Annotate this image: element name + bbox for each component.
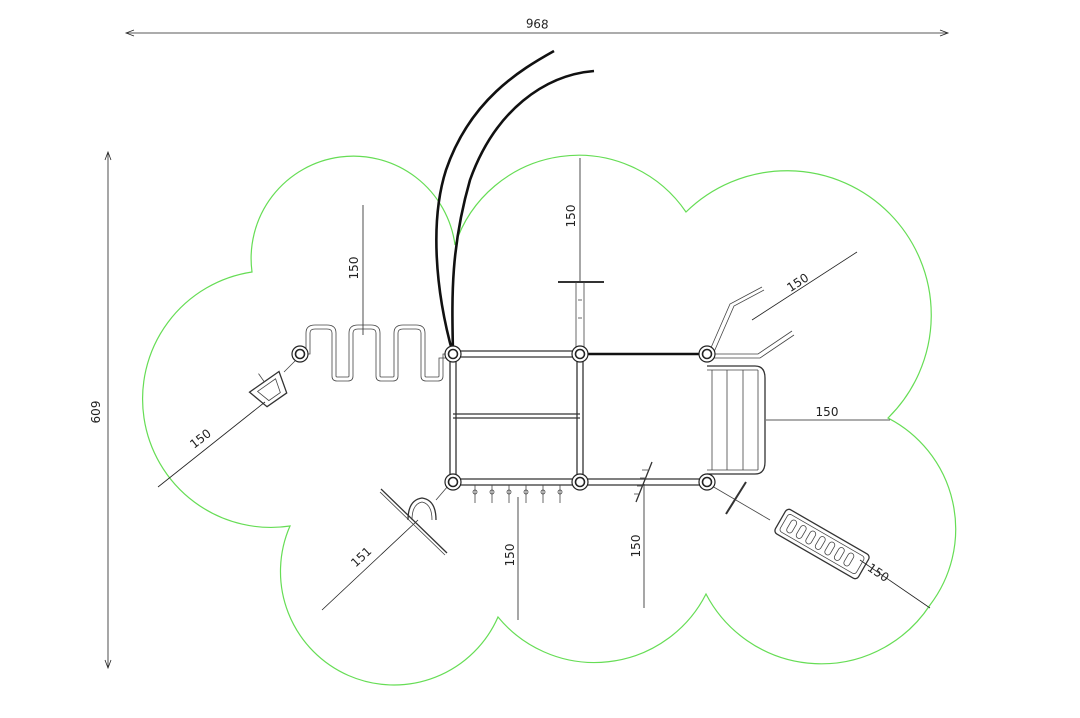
right-slide bbox=[707, 365, 766, 475]
safety-zone-outline bbox=[142, 154, 957, 686]
top-panel-element bbox=[558, 281, 604, 350]
zone-label-bottom-left: 151 bbox=[348, 544, 374, 570]
post-left-outer bbox=[291, 345, 309, 363]
zone-label-top-center: 150 bbox=[564, 205, 578, 228]
zone-label-bottom-right: 150 bbox=[865, 560, 892, 584]
zone-dimension-bottom-right-center: 150 bbox=[629, 484, 645, 608]
width-dimension-label: 968 bbox=[525, 16, 549, 31]
height-dimension-label: 609 bbox=[89, 401, 103, 424]
zone-dimension-bottom-left: 151 bbox=[321, 519, 419, 611]
zone-label-bottom-right-center: 150 bbox=[629, 535, 643, 558]
bottom-center-bar bbox=[634, 461, 653, 503]
zigzag-climber bbox=[300, 324, 450, 382]
post-top-center bbox=[571, 345, 589, 363]
bottom-left-hoop bbox=[379, 485, 449, 556]
zone-dimension-right: 150 bbox=[766, 405, 890, 421]
left-bucket-seat bbox=[248, 370, 288, 408]
post-bottom-center bbox=[571, 473, 589, 491]
height-dimension: 609 bbox=[89, 150, 112, 670]
zone-dimension-top-right: 150 bbox=[751, 251, 858, 321]
zone-label-left: 150 bbox=[187, 426, 214, 451]
zone-label-right: 150 bbox=[816, 405, 839, 419]
bottom-right-climbing-ladder bbox=[711, 481, 870, 580]
zone-dimension-top-center: 150 bbox=[564, 158, 581, 282]
width-dimension: 968 bbox=[124, 16, 950, 37]
main-frame bbox=[449, 350, 707, 486]
post-top-left bbox=[444, 345, 462, 363]
zone-dimension-bottom-right: 150 bbox=[859, 559, 931, 609]
zone-label-top-right: 150 bbox=[784, 271, 811, 295]
post-bottom-left bbox=[444, 473, 462, 491]
post-bottom-right bbox=[698, 473, 716, 491]
zone-label-top-left: 150 bbox=[347, 257, 361, 280]
bottom-pegs bbox=[472, 485, 563, 503]
zone-dimension-left: 150 bbox=[157, 401, 266, 488]
right-v-ladder bbox=[709, 286, 795, 359]
zone-dimension-top-left: 150 bbox=[347, 205, 364, 335]
zone-dimension-bottom-center: 150 bbox=[503, 497, 519, 620]
zone-label-bottom-center: 150 bbox=[503, 544, 517, 567]
post-top-right bbox=[698, 345, 716, 363]
twin-slide bbox=[435, 49, 595, 355]
